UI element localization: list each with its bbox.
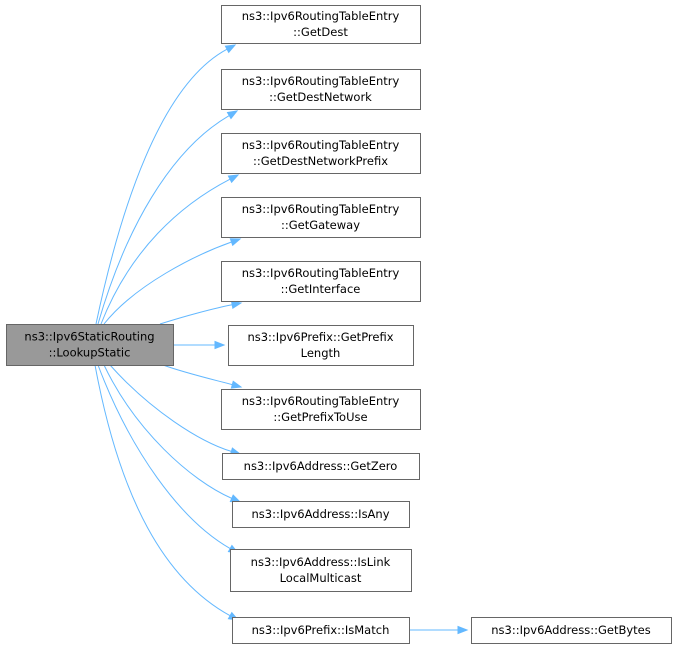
node-getdestnetwork-label-line: ns3::Ipv6RoutingTableEntry bbox=[242, 74, 400, 88]
edge-lookupstatic-to-getdest bbox=[95, 44, 237, 325]
edge-lookupstatic-to-getdestnetworkprefix bbox=[100, 174, 240, 325]
edge-lookupstatic-to-getzero bbox=[109, 364, 242, 456]
node-islinklocalmulticast-label-line: LocalMulticast bbox=[280, 571, 362, 585]
node-getdest-label-line: ns3::Ipv6RoutingTableEntry bbox=[242, 9, 400, 23]
node-ismatch-box bbox=[232, 617, 410, 644]
node-lookupstatic-label-line: ns3::Ipv6StaticRouting bbox=[24, 330, 154, 344]
node-islinklocalmulticast-label-line: ns3::Ipv6Address::IsLink bbox=[251, 555, 391, 569]
edge-ismatch-to-getbytes bbox=[409, 625, 469, 635]
node-ismatch-label-line: ns3::Ipv6Prefix::IsMatch bbox=[252, 623, 390, 637]
edge-lookupstatic-to-getinterface bbox=[159, 300, 243, 325]
node-getgateway-label-line: ns3::Ipv6RoutingTableEntry bbox=[242, 202, 400, 216]
edge-line-lookupstatic-to-getdestnetworkprefix bbox=[100, 178, 231, 325]
node-getdestnetworkprefix[interactable]: ns3::Ipv6RoutingTableEntry::GetDestNetwo… bbox=[221, 133, 421, 174]
node-getprefixtouse-box bbox=[221, 389, 421, 430]
node-getgateway-label-line: ::GetGateway bbox=[281, 218, 360, 232]
node-getdest-label-line: ::GetDest bbox=[293, 25, 348, 39]
node-isany-label-line: ns3::Ipv6Address::IsAny bbox=[251, 507, 389, 521]
node-islinklocalmulticast-box bbox=[230, 549, 412, 592]
node-getbytes[interactable]: ns3::Ipv6Address::GetBytes bbox=[471, 617, 672, 644]
arrow-head-icon bbox=[229, 494, 242, 503]
node-getdestnetworkprefix-box bbox=[221, 133, 421, 174]
node-getdestnetwork-label-line: ::GetDestNetwork bbox=[269, 90, 372, 104]
call-nodes: ns3::Ipv6StaticRouting::LookupStaticns3:… bbox=[6, 5, 672, 644]
edge-line-lookupstatic-to-getprefixtouse bbox=[162, 364, 233, 386]
node-getdestnetwork-box bbox=[221, 69, 421, 110]
node-getprefixtouse[interactable]: ns3::Ipv6RoutingTableEntry::GetPrefixToU… bbox=[221, 389, 421, 430]
call-edges bbox=[94, 44, 469, 635]
edge-lookupstatic-to-getprefixlength bbox=[172, 340, 226, 350]
node-lookupstatic-label-line: ::LookupStatic bbox=[49, 346, 131, 360]
node-getdestnetwork[interactable]: ns3::Ipv6RoutingTableEntry::GetDestNetwo… bbox=[221, 69, 421, 110]
edge-lookupstatic-to-ismatch bbox=[94, 364, 240, 621]
node-getbytes-label-line: ns3::Ipv6Address::GetBytes bbox=[491, 623, 650, 637]
node-getprefixlength-label-line: Length bbox=[301, 346, 341, 360]
node-ismatch[interactable]: ns3::Ipv6Prefix::IsMatch bbox=[232, 617, 410, 644]
node-getinterface-label-line: ::GetInterface bbox=[281, 282, 361, 296]
node-getdestnetworkprefix-label-line: ::GetDestNetworkPrefix bbox=[253, 154, 388, 168]
node-getzero[interactable]: ns3::Ipv6Address::GetZero bbox=[222, 453, 420, 480]
node-getprefixtouse-label-line: ns3::Ipv6RoutingTableEntry bbox=[242, 394, 400, 408]
node-getdest[interactable]: ns3::Ipv6RoutingTableEntry::GetDest bbox=[221, 5, 421, 44]
arrow-head-icon bbox=[214, 340, 226, 350]
edge-line-lookupstatic-to-getdest bbox=[95, 48, 228, 325]
edge-lookupstatic-to-getprefixtouse bbox=[162, 364, 243, 389]
node-getdest-box bbox=[221, 5, 421, 44]
arrow-head-icon bbox=[229, 238, 242, 247]
node-getinterface-label-line: ns3::Ipv6RoutingTableEntry bbox=[242, 266, 400, 280]
arrow-head-icon bbox=[230, 380, 243, 389]
node-getprefixlength-box bbox=[228, 325, 414, 366]
node-isany[interactable]: ns3::Ipv6Address::IsAny bbox=[232, 501, 410, 528]
node-getgateway[interactable]: ns3::Ipv6RoutingTableEntry::GetGateway bbox=[221, 197, 421, 238]
arrow-head-icon bbox=[230, 300, 243, 309]
node-isany-box bbox=[232, 501, 410, 528]
edge-lookupstatic-to-getgateway bbox=[103, 238, 242, 325]
edge-line-lookupstatic-to-ismatch bbox=[94, 364, 231, 617]
edge-line-lookupstatic-to-getzero bbox=[109, 364, 232, 452]
node-getzero-box bbox=[222, 453, 420, 480]
arrow-head-icon bbox=[224, 44, 237, 54]
edge-line-lookupstatic-to-getinterface bbox=[159, 304, 233, 325]
edge-lookupstatic-to-getdestnetwork bbox=[97, 110, 239, 325]
node-getbytes-box bbox=[471, 617, 672, 644]
edge-line-lookupstatic-to-isany bbox=[103, 364, 232, 499]
node-getzero-label-line: ns3::Ipv6Address::GetZero bbox=[244, 459, 398, 473]
edge-lookupstatic-to-isany bbox=[103, 364, 242, 503]
node-getinterface[interactable]: ns3::Ipv6RoutingTableEntry::GetInterface bbox=[221, 261, 421, 302]
node-getgateway-box bbox=[221, 197, 421, 238]
edge-line-lookupstatic-to-islinklocalmulticast bbox=[97, 364, 231, 549]
node-getinterface-box bbox=[221, 261, 421, 302]
node-lookupstatic-box bbox=[6, 324, 174, 366]
node-getprefixlength-label-line: ns3::Ipv6Prefix::GetPrefix bbox=[247, 330, 393, 344]
node-lookupstatic[interactable]: ns3::Ipv6StaticRouting::LookupStatic bbox=[6, 324, 174, 366]
arrow-head-icon bbox=[227, 174, 240, 184]
edge-line-lookupstatic-to-getdestnetwork bbox=[97, 115, 230, 325]
node-getdestnetworkprefix-label-line: ns3::Ipv6RoutingTableEntry bbox=[242, 138, 400, 152]
arrow-head-icon bbox=[226, 110, 239, 120]
node-getprefixtouse-label-line: ::GetPrefixToUse bbox=[273, 410, 367, 424]
arrow-head-icon bbox=[457, 625, 469, 635]
edge-line-lookupstatic-to-getgateway bbox=[103, 241, 232, 325]
